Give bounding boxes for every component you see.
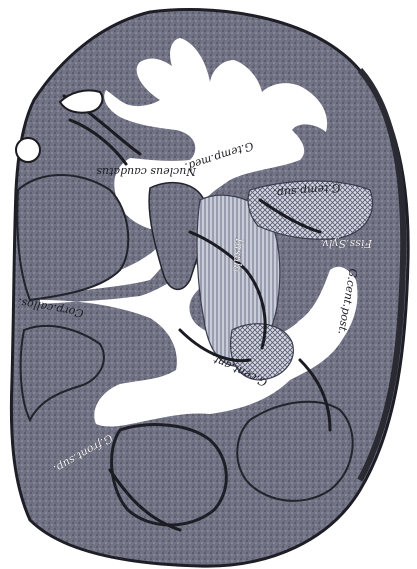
gyrus-bottom-center xyxy=(112,425,227,525)
gyrus-right-lower xyxy=(237,402,352,501)
left-edge-loop xyxy=(16,138,40,162)
label-fiss-sylv: Fiss.Sylv. xyxy=(320,237,373,250)
label-nucleus-caudatus: Nucleus caudatus xyxy=(96,165,197,178)
